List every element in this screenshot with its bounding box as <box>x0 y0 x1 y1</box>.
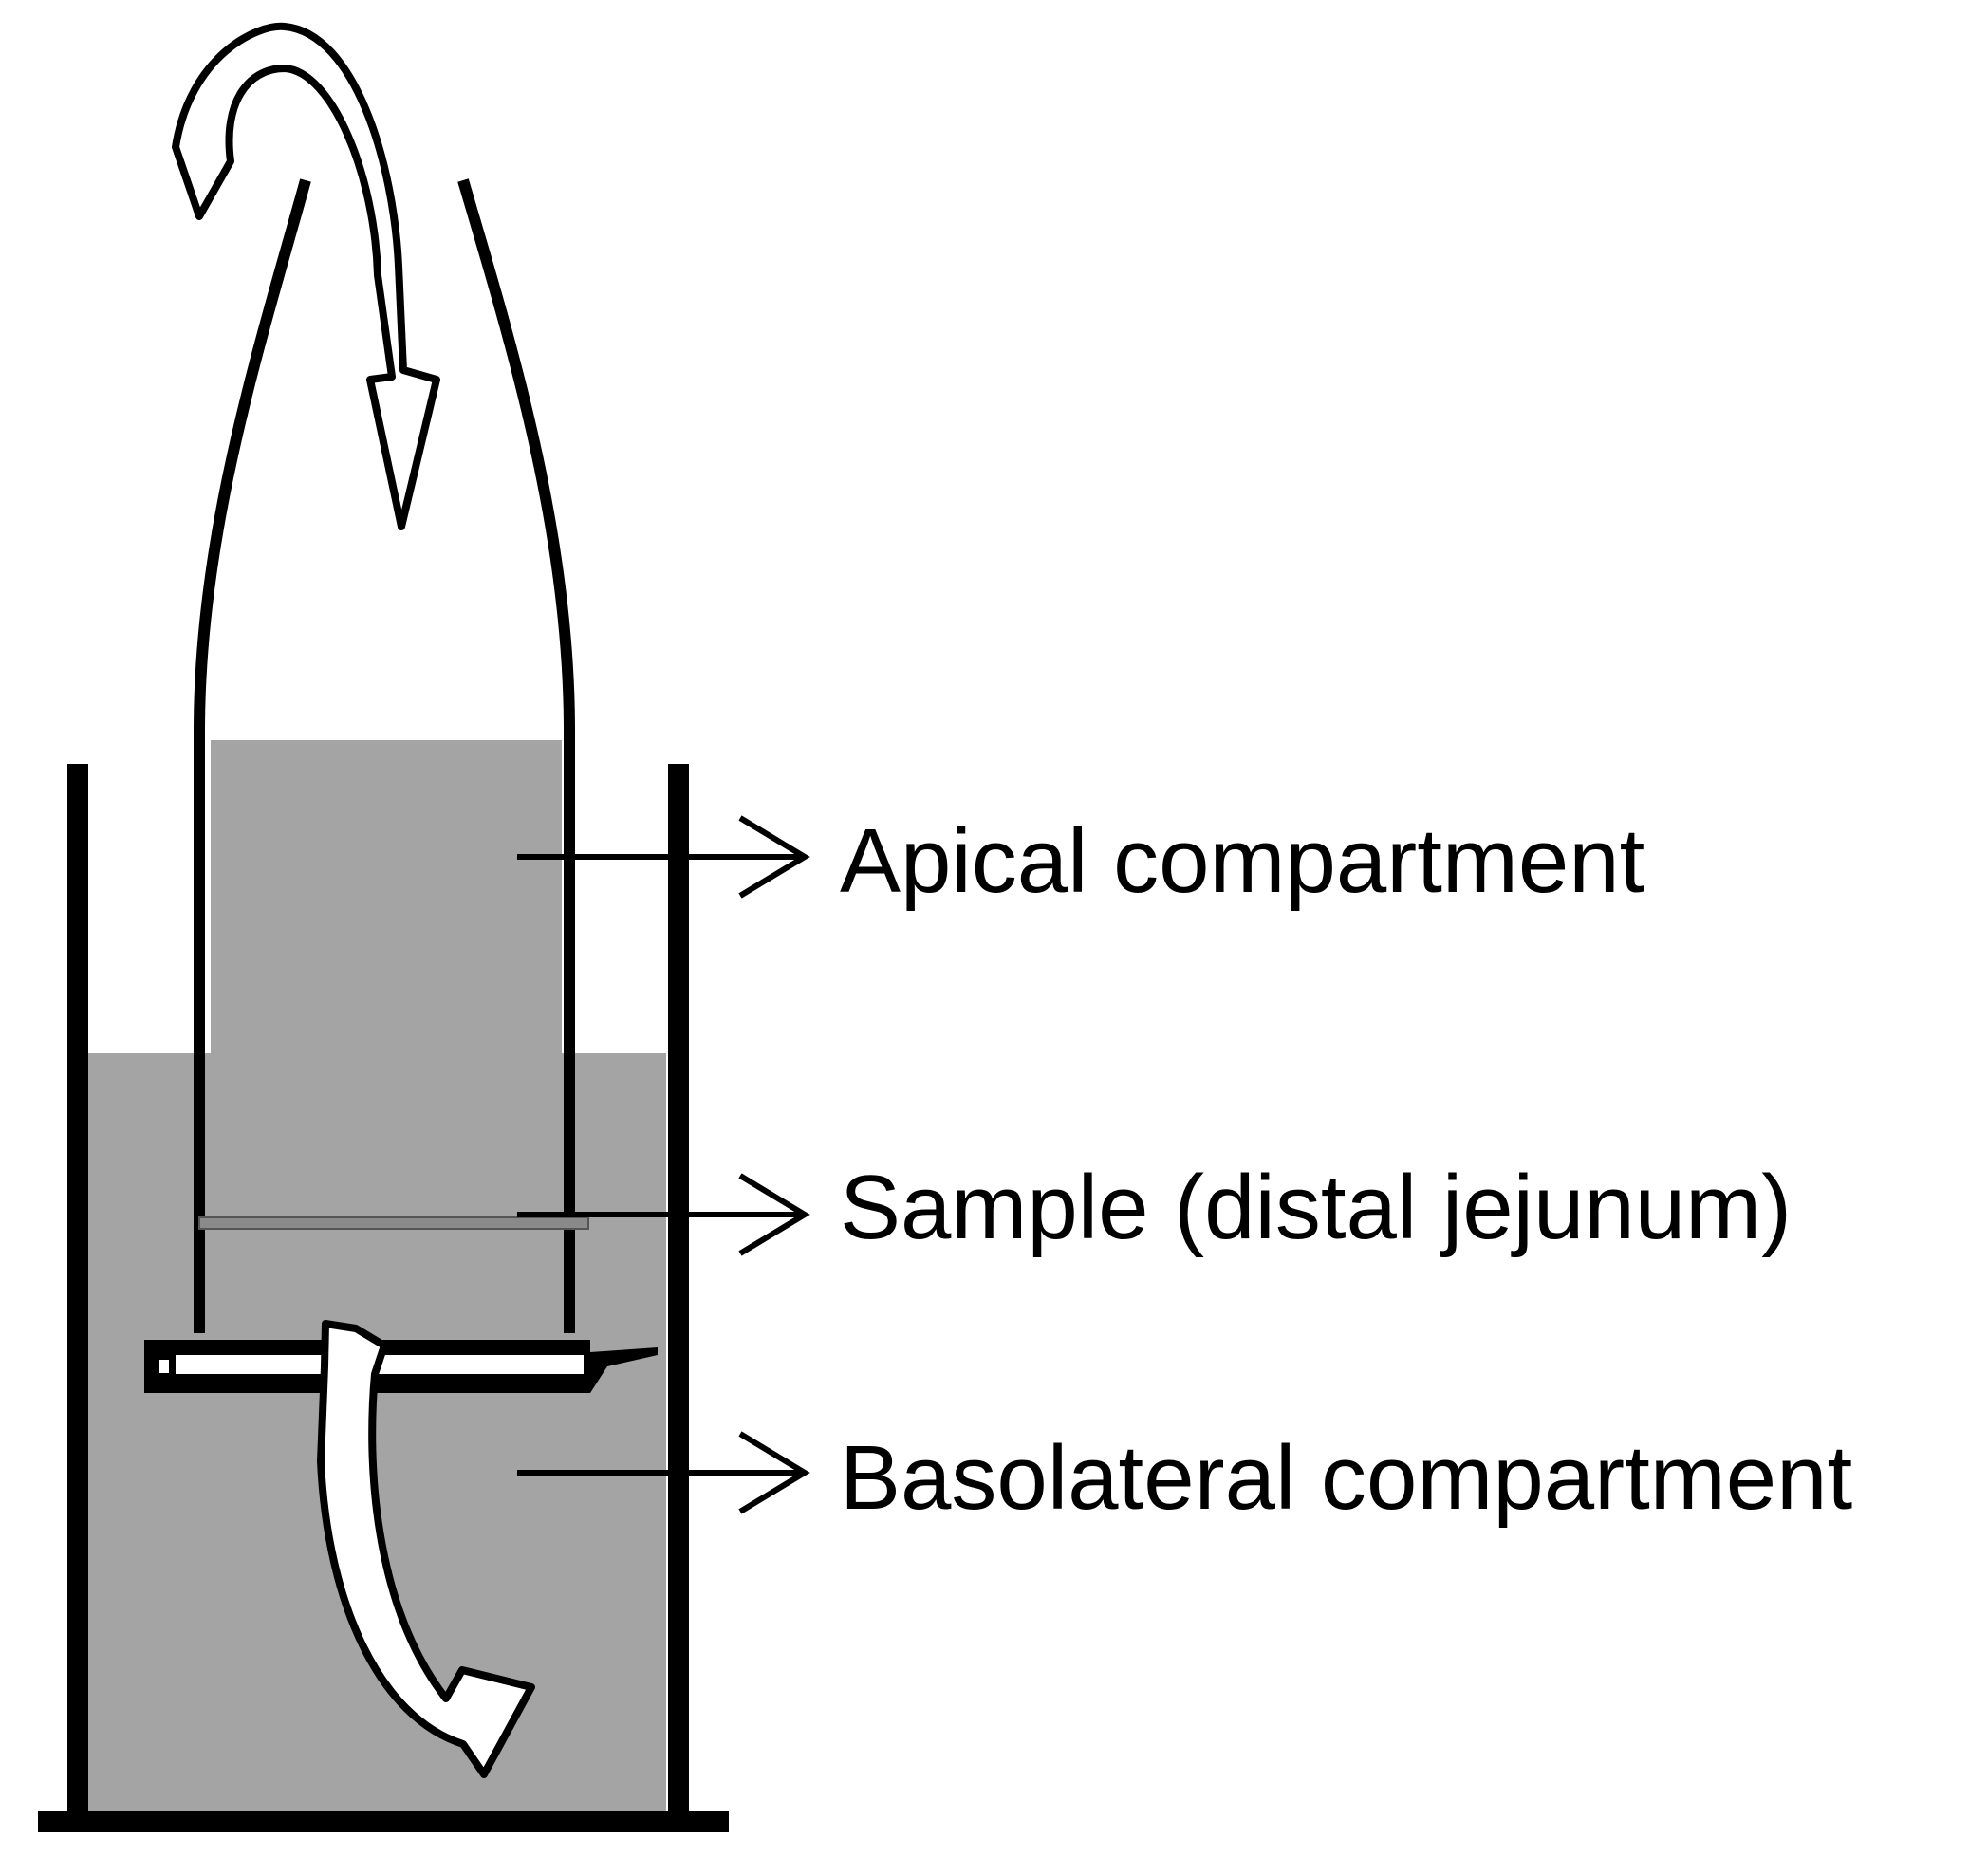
basolateral-pointer <box>517 1431 810 1514</box>
apical-pointer <box>517 815 810 899</box>
basolateral-compartment-label: Basolateral compartment <box>840 1427 1852 1529</box>
insert-wall-right <box>457 178 575 1333</box>
sample-pointer <box>517 1173 810 1256</box>
apical-compartment-label: Apical compartment <box>840 810 1644 912</box>
sample-label: Sample (distal jejunum) <box>840 1157 1792 1258</box>
insert-wall-left <box>194 178 311 1333</box>
apical-fluid <box>211 740 562 1333</box>
insert-holder-notch <box>159 1360 169 1373</box>
sample-membrane <box>198 1216 589 1230</box>
basolateral-flow-arrow <box>317 1320 535 1778</box>
apical-flow-arrow <box>172 22 440 530</box>
